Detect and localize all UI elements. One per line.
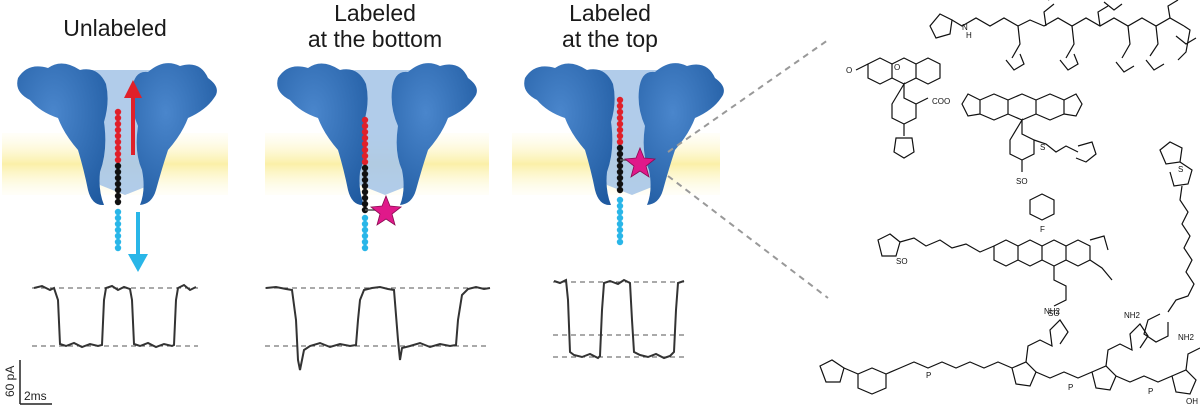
fluorophore-star-icon <box>371 196 401 225</box>
panel-labeled-top <box>512 40 828 298</box>
scale-current-label: 60 pA <box>3 357 17 397</box>
current-trace-labeled-top <box>553 280 684 358</box>
atom-label: H <box>966 31 972 40</box>
atom-label: S <box>1178 165 1183 174</box>
atom-label: O <box>846 66 852 75</box>
scale-time-label: 2ms <box>24 389 47 403</box>
zoom-guide-lower <box>668 176 828 298</box>
panel-unlabeled <box>2 63 228 272</box>
structure-cy-dye <box>878 194 1112 306</box>
structure-rhodamine <box>962 94 1096 172</box>
panel-title-labeled-bottom: Labeled at the bottom <box>270 0 480 52</box>
panel-labeled-bottom <box>265 63 489 251</box>
atom-label: O <box>894 63 900 72</box>
current-trace-labeled-bottom <box>265 287 490 370</box>
atom-label: P <box>926 371 931 380</box>
atom-label: OH <box>1186 397 1198 406</box>
chemical-structures <box>820 0 1200 394</box>
atom-label: SO <box>1016 177 1028 186</box>
structure-fluorescein <box>856 58 940 158</box>
atom-label: NH2 <box>1178 333 1195 342</box>
strand-cyan-segment <box>617 197 623 245</box>
atom-label: COO <box>932 97 950 106</box>
strand-cyan-segment <box>362 215 368 251</box>
structure-maleimide-dna <box>820 320 1200 394</box>
chemical-labels: O COO SO SO SO N H NH2 NH2 NH2 OH P P P … <box>846 23 1198 406</box>
atom-label: NH2 <box>1124 311 1141 320</box>
strand-red-segment <box>115 109 121 163</box>
structure-biotin-linker <box>1144 142 1194 342</box>
atom-label: P <box>1068 383 1073 392</box>
atom-label: NH2 <box>1044 307 1061 316</box>
atom-label: S <box>1040 143 1045 152</box>
strand-cyan-segment <box>115 209 121 251</box>
dna-strand <box>617 97 623 245</box>
current-trace-unlabeled <box>32 285 198 347</box>
panel-title-labeled-top: Labeled at the top <box>520 0 700 52</box>
atom-label: F <box>1040 225 1045 234</box>
dna-strand <box>362 117 368 251</box>
panel-title-unlabeled: Unlabeled <box>15 15 215 41</box>
arrow-down-cyan-icon <box>128 212 148 272</box>
atom-label: SO <box>896 257 908 266</box>
dna-strand <box>115 109 121 251</box>
atom-label: P <box>1148 387 1153 396</box>
